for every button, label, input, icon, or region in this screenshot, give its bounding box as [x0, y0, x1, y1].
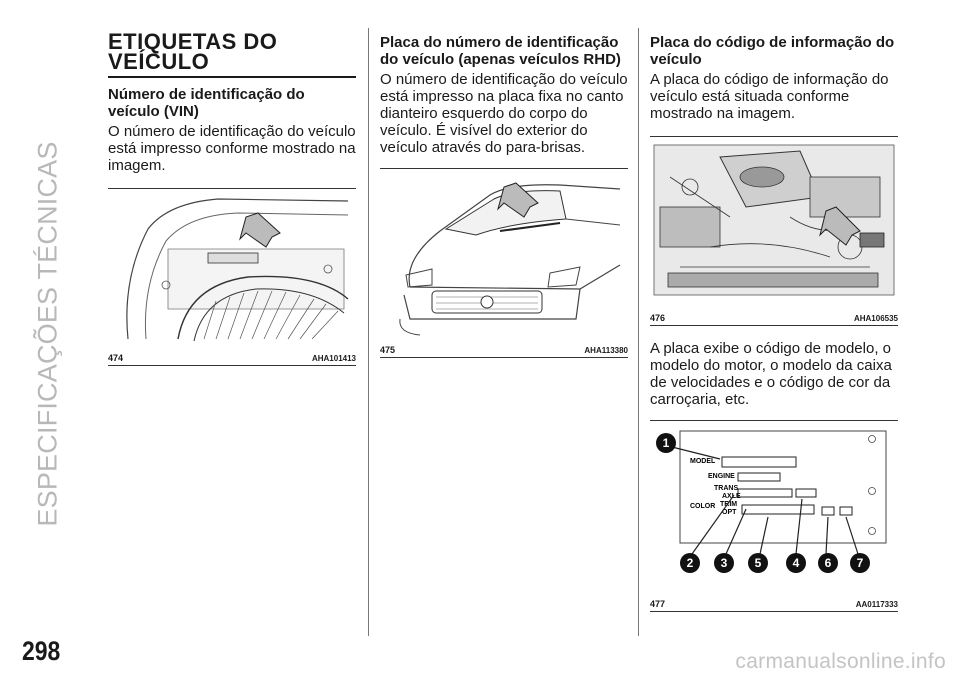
plate-label-trans: TRANS [714, 485, 738, 492]
info-plate-diagram: MODEL ENGINE TRANS AXLE COLOR TRIM OPT [656, 430, 887, 573]
vin-paragraph: O número de identificação do veículo est… [108, 123, 356, 174]
rhd-paragraph: O número de identificação do veículo est… [380, 71, 628, 156]
section-title-line2: VEÍCULO [108, 49, 210, 74]
vin-subheading: Número de identificação do veículo (VIN) [108, 86, 305, 120]
plate-label-color: COLOR [690, 503, 715, 510]
plate-label-engine: ENGINE [708, 473, 735, 480]
figure-number: 474 [108, 353, 124, 363]
figure-code: AA0117333 [855, 600, 898, 609]
vin-location-illustration [126, 198, 349, 342]
figure-code: AHA113380 [584, 346, 628, 355]
info-plate-paragraph: A placa do código de informação do veícu… [650, 71, 889, 122]
plate-label-axle: AXLE [722, 493, 741, 500]
engine-bay-illustration [653, 144, 895, 296]
figure-477: MODEL ENGINE TRANS AXLE COLOR TRIM OPT [650, 420, 898, 612]
callout-7: 7 [857, 556, 864, 570]
callout-4: 4 [793, 556, 800, 570]
plate-label-opt: OPT [722, 509, 737, 516]
rhd-subheading: Placa do número de identificação do veíc… [380, 34, 621, 68]
callout-5: 5 [755, 556, 762, 570]
figure-code: AHA101413 [311, 354, 356, 363]
column-divider-1 [368, 28, 369, 636]
callout-1: 1 [663, 436, 670, 450]
figure-number: 475 [380, 345, 396, 355]
callout-6: 6 [825, 556, 832, 570]
column-divider-2 [638, 28, 639, 636]
info-plate-subheading: Placa do código de informação do veículo [650, 34, 895, 68]
column-rhd-plate: Placa do número de identificação do veíc… [380, 34, 628, 358]
callout-2: 2 [687, 556, 694, 570]
section-title: ETIQUETAS DO VEÍCULO [108, 29, 356, 78]
callout-3: 3 [721, 556, 728, 570]
figure-474: 474 AHA101413 [108, 188, 356, 366]
figure-number: 477 [650, 599, 666, 609]
figure-476: 476 AHA106535 [650, 136, 898, 326]
windshield-vin-illustration [399, 182, 621, 336]
section-side-tab: ESPECIFICAÇÕES TÉCNICAS [32, 141, 63, 527]
column-vin: ETIQUETAS DO VEÍCULO Número de identific… [108, 28, 356, 366]
column-info-plate: Placa do código de informação do veículo… [650, 34, 898, 612]
page-number: 298 [22, 636, 61, 666]
plate-label-model: MODEL [690, 458, 716, 465]
info-plate-details: A placa exibe o código de modelo, o mode… [650, 340, 892, 408]
figure-code: AHA106535 [853, 314, 898, 323]
figure-475: 475 AHA113380 [380, 168, 628, 358]
plate-label-trim: TRIM [720, 501, 737, 508]
watermark: carmanualsonline.info [735, 650, 946, 673]
figure-number: 476 [650, 313, 666, 323]
section-title-line1: ETIQUETAS DO [108, 29, 278, 54]
